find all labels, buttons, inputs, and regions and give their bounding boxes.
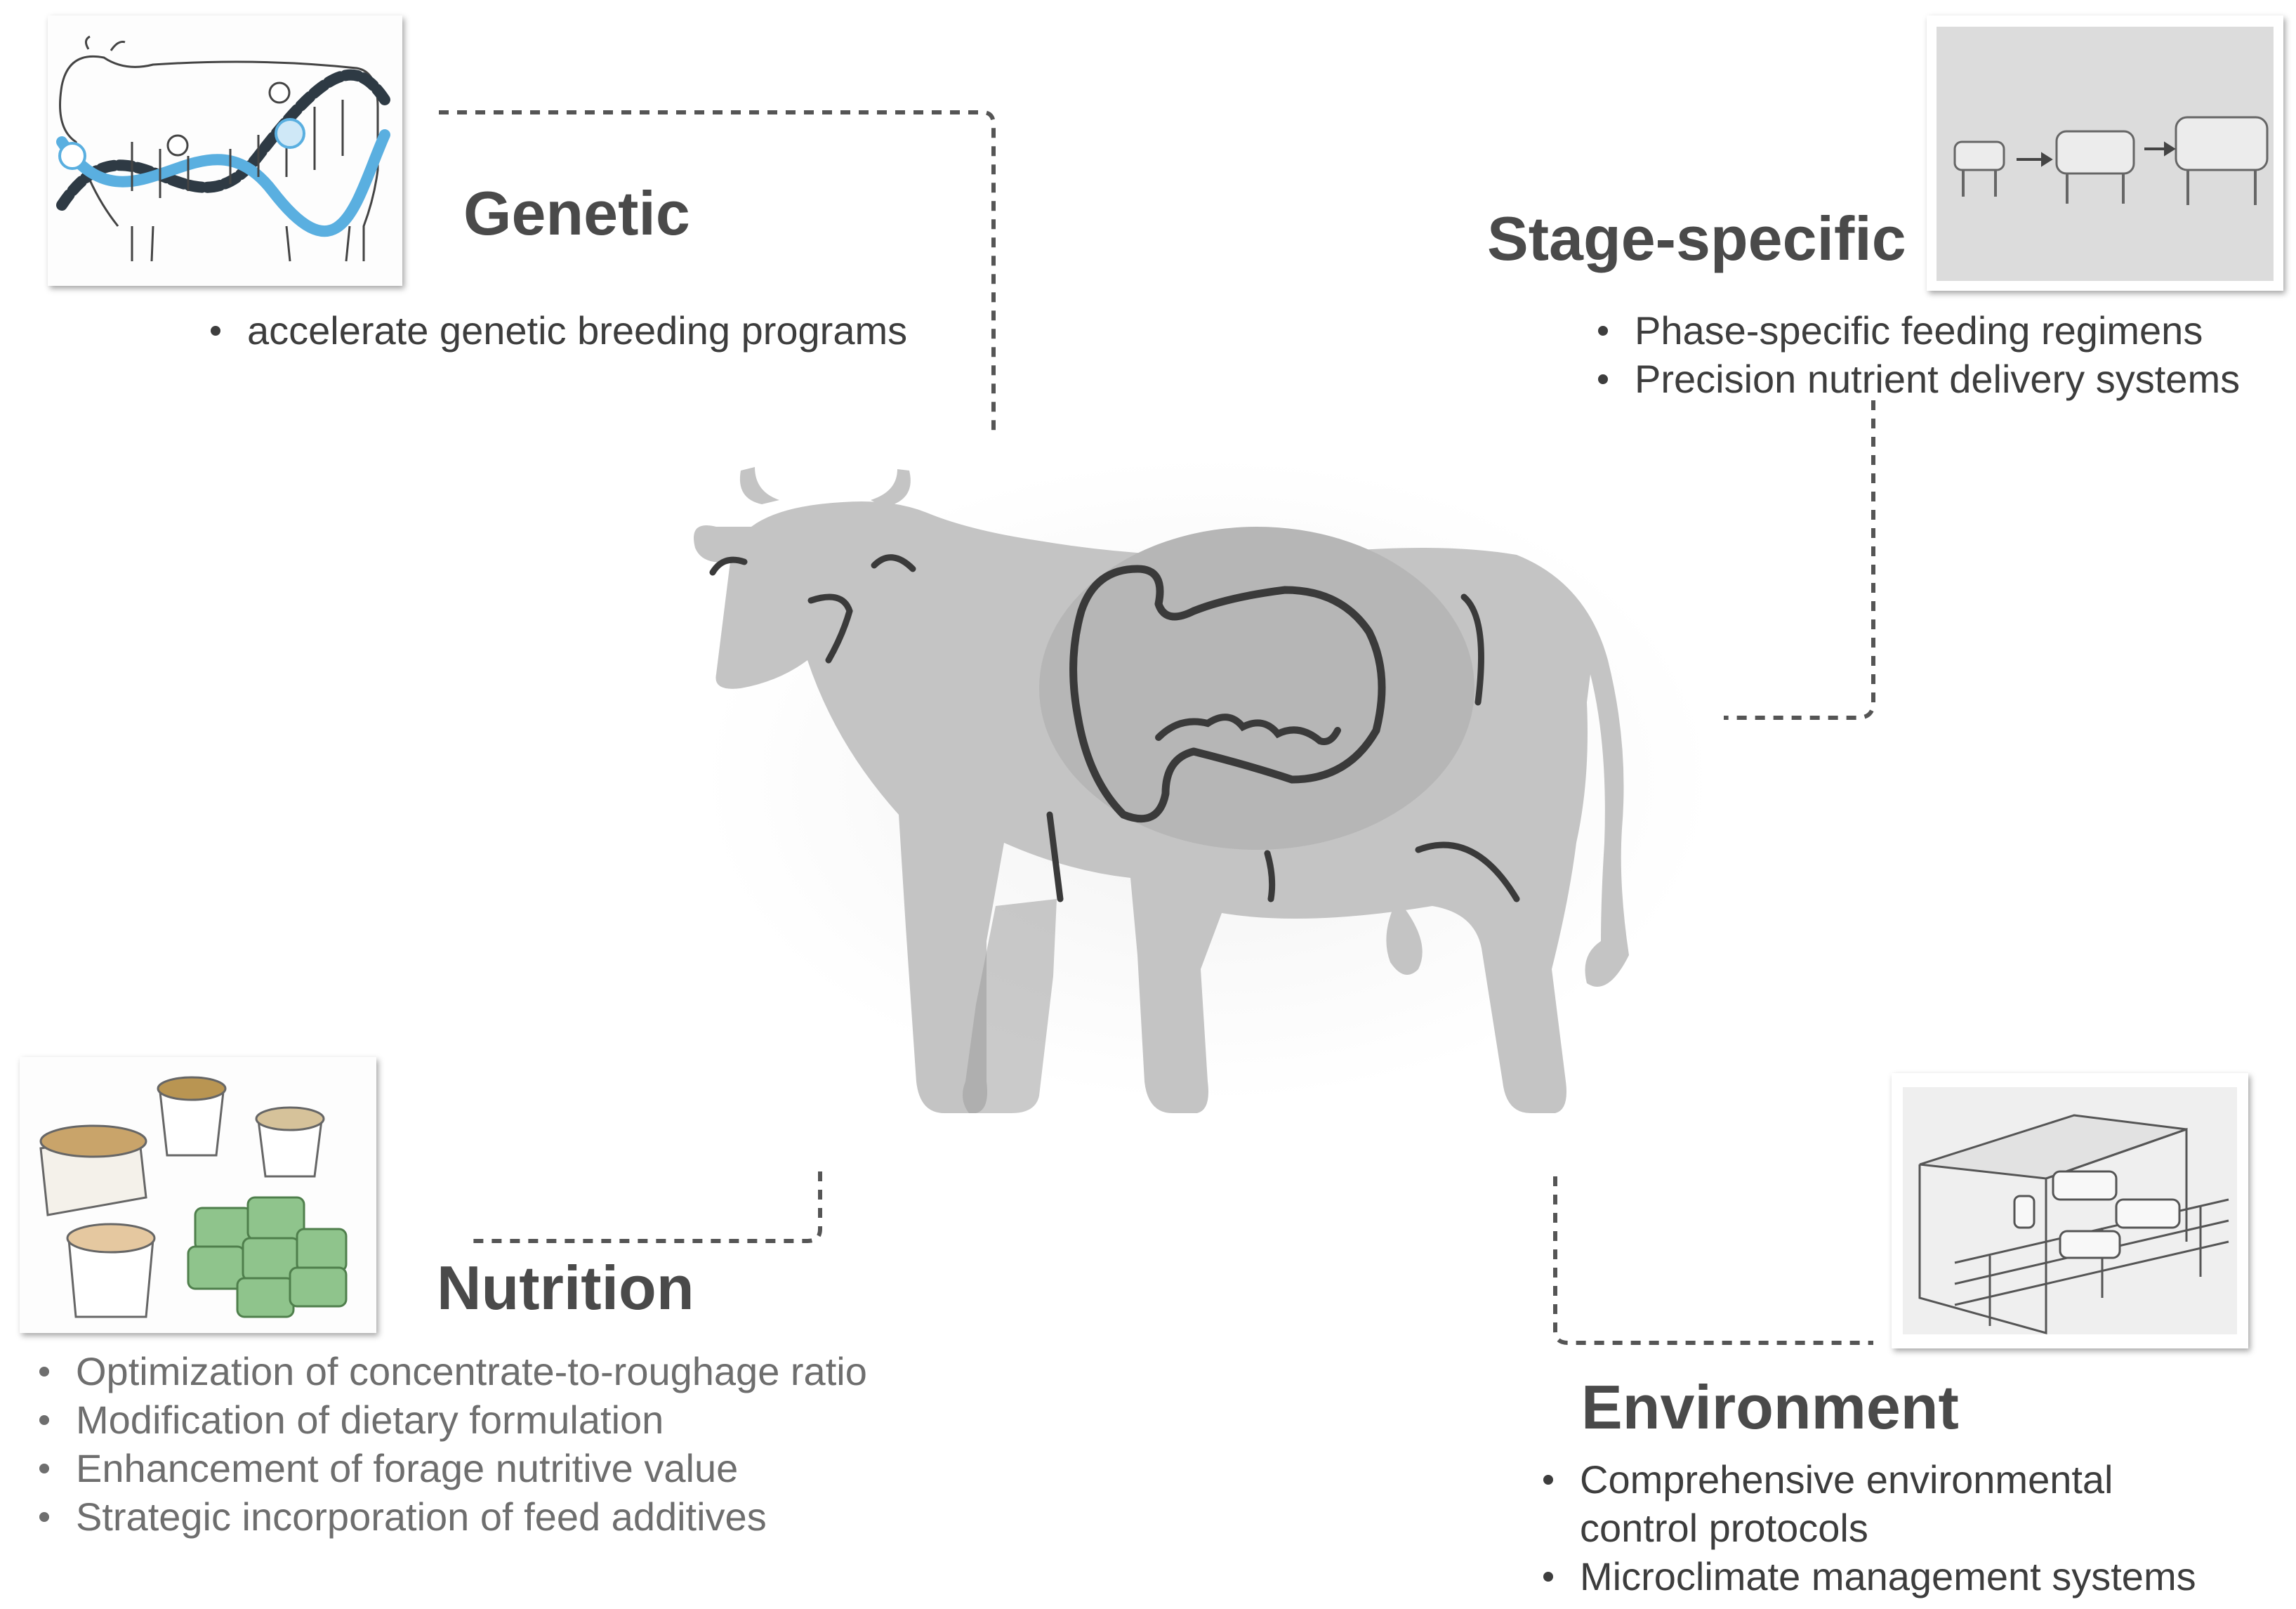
connector-genetic <box>439 110 996 435</box>
feed-buckets-icon <box>20 1057 376 1333</box>
connector-environment <box>1553 1176 1873 1345</box>
list-item: control protocols <box>1580 1506 1868 1550</box>
list-item: Comprehensive environmental <box>1538 1455 2196 1504</box>
list-item: Modification of dietary formulation <box>34 1395 867 1444</box>
genetic-bullets: accelerate genetic breeding programs <box>205 306 907 355</box>
stage-image <box>1927 15 2283 291</box>
nutrition-image <box>20 1057 376 1333</box>
cow-rumen-icon <box>694 457 1713 1113</box>
connector-stage <box>1724 400 1875 720</box>
genetic-image <box>48 15 402 286</box>
barn-icon <box>1892 1073 2248 1348</box>
list-item: Enhancement of forage nutritive value <box>34 1444 867 1492</box>
stage-title: Stage-specific <box>1487 204 1906 273</box>
connector-nutrition <box>467 1171 822 1243</box>
environment-bullets: Comprehensive environmental control prot… <box>1538 1455 2196 1601</box>
nutrition-title: Nutrition <box>437 1253 694 1322</box>
cow-growth-icon <box>1927 15 2283 291</box>
genetic-title: Genetic <box>463 178 690 248</box>
dna-cow-icon <box>48 15 402 286</box>
list-item: Optimization of concentrate-to-roughage … <box>34 1347 867 1395</box>
nutrition-bullets: Optimization of concentrate-to-roughage … <box>34 1347 867 1541</box>
list-item: Precision nutrient delivery systems <box>1592 355 2240 403</box>
stage-bullets: Phase-specific feeding regimens Precisio… <box>1592 306 2240 403</box>
list-item: Microclimate management systems <box>1538 1552 2196 1601</box>
list-item: accelerate genetic breeding programs <box>205 306 907 355</box>
environment-image <box>1892 1073 2248 1348</box>
list-item: Phase-specific feeding regimens <box>1592 306 2240 355</box>
list-item: Strategic incorporation of feed additive… <box>34 1492 867 1541</box>
environment-title: Environment <box>1581 1372 1959 1442</box>
